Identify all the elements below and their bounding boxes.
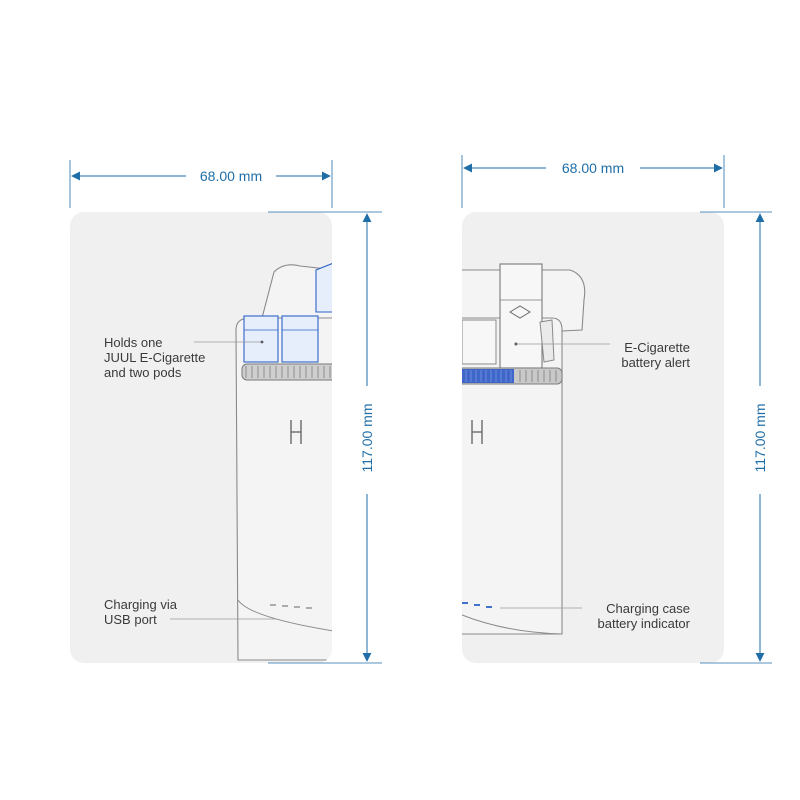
callout-pods-line-1: Holds one: [104, 335, 163, 350]
right-width-dimension: 68.00 mm: [562, 160, 624, 176]
logo-icon: [290, 420, 302, 444]
pod-icon: [315, 261, 332, 313]
callout-battery-alert-line-2: battery alert: [621, 355, 690, 370]
right-device: [462, 263, 586, 635]
callout-case-indicator-line-1: Charging case: [606, 601, 690, 616]
indicator-dashes: [270, 604, 312, 609]
left-view: Holds one JUUL E-Cigarette and two pods …: [69, 160, 382, 664]
pod-left: [243, 315, 279, 363]
left-device: [235, 261, 332, 661]
right-height-dimension: 117.00 mm: [752, 404, 768, 473]
juul-icon: [509, 305, 531, 319]
callout-usb-line-1: Charging via: [104, 597, 178, 612]
callout-case-indicator-line-2: battery indicator: [598, 616, 691, 631]
callout-battery-alert-line-1: E-Cigarette: [624, 340, 690, 355]
logo-icon: [471, 420, 483, 444]
pod-right: [281, 315, 319, 363]
callout-usb-line-2: USB port: [104, 612, 157, 627]
callout-pods-line-2: JUUL E-Cigarette: [104, 350, 205, 365]
case-indicator-dashes: [462, 602, 492, 608]
right-view: E-Cigarette battery alert Charging case …: [461, 155, 772, 664]
left-height-dimension: 117.00 mm: [359, 404, 375, 473]
callout-pods-line-3: and two pods: [104, 365, 182, 380]
left-width-dimension: 68.00 mm: [200, 168, 262, 184]
e-cigarette: [499, 263, 543, 369]
